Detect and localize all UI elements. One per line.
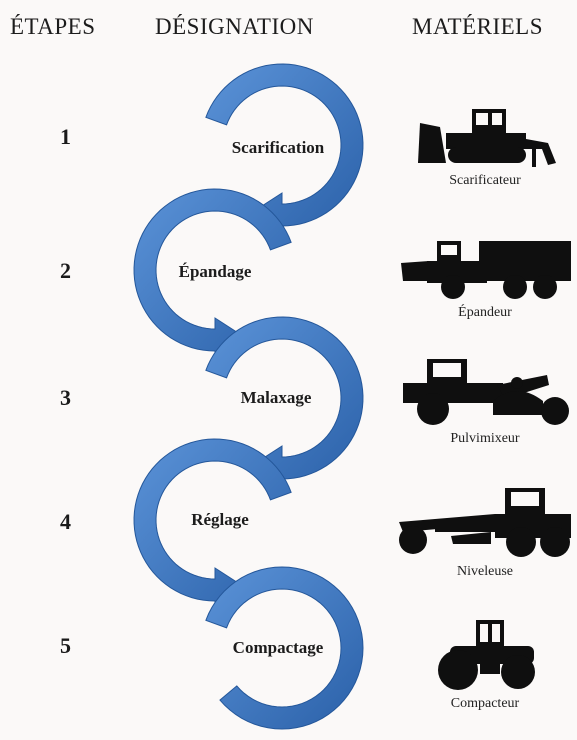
- machine-compacteur: Compacteur: [395, 618, 575, 712]
- pulvimixer-icon: [403, 359, 569, 425]
- machine-niveleuse: Niveleuse: [395, 484, 575, 580]
- designation-step-4: Réglage: [191, 510, 249, 529]
- step-number-2: 2: [60, 258, 71, 283]
- flow-arrow-step-2: [133, 188, 292, 364]
- machine-label-3: Pulvimixeur: [450, 431, 520, 446]
- step-number-4: 4: [60, 509, 71, 534]
- header-etapes: ÉTAPES: [10, 14, 96, 39]
- flow-arrow-step-3: [205, 316, 364, 492]
- bulldozer-ripper-icon: [418, 109, 556, 167]
- machine-pulvimixeur: Pulvimixeur: [395, 355, 575, 447]
- machine-label-5: Compacteur: [450, 696, 520, 711]
- flow-arrow-step-4: [133, 438, 292, 614]
- step-number-3: 3: [60, 385, 71, 410]
- designation-step-2: Épandage: [178, 262, 252, 281]
- spreader-truck-icon: [401, 241, 571, 299]
- compactor-roller-icon: [438, 620, 535, 690]
- grader-icon: [399, 488, 571, 557]
- machine-label-4: Niveleuse: [457, 564, 513, 579]
- machine-scarificateur: Scarificateur: [395, 105, 575, 189]
- step-number-1: 1: [60, 124, 71, 149]
- designation-step-3: Malaxage: [240, 388, 312, 407]
- machine-label-2: Épandeur: [458, 305, 512, 320]
- designation-step-5: Compactage: [232, 638, 324, 657]
- flow-arrow-step-5: [205, 566, 364, 730]
- header-materiels: MATÉRIELS: [412, 14, 543, 39]
- machine-epandeur: Épandeur: [395, 235, 575, 321]
- step-number-5: 5: [60, 633, 71, 658]
- designation-step-1: Scarification: [231, 138, 325, 157]
- flow-arrow-step-1: [205, 63, 364, 239]
- header-designation: DÉSIGNATION: [155, 14, 314, 39]
- machine-label-1: Scarificateur: [449, 173, 521, 188]
